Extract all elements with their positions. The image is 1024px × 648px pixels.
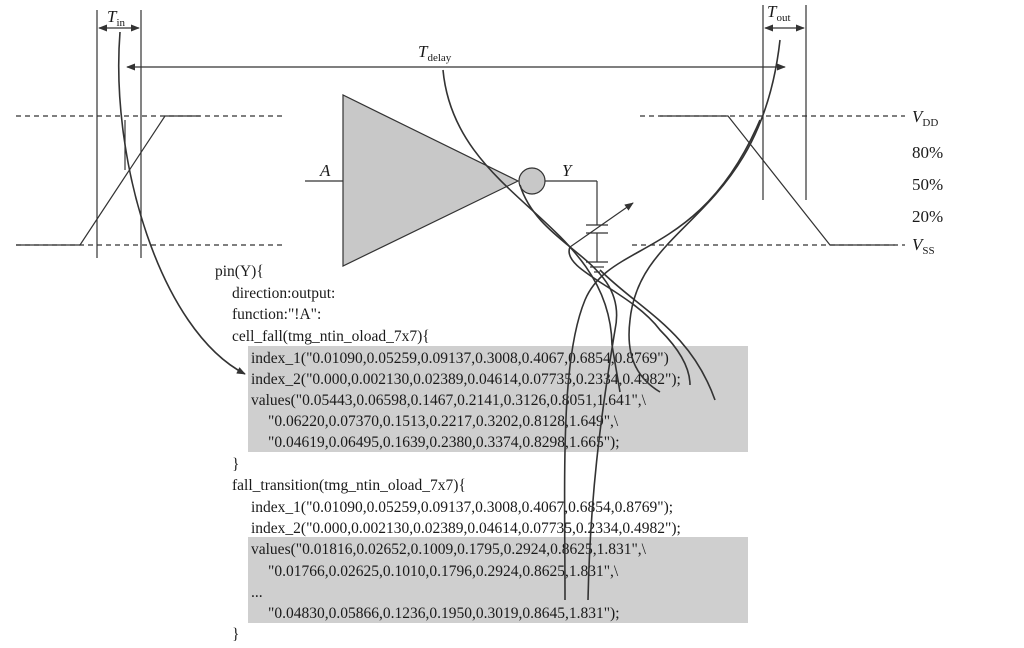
tin-label: Tin xyxy=(107,7,126,29)
code-line: cell_fall(tmg_ntin_oload_7x7){ xyxy=(232,328,430,345)
code-line: values("0.05443,0.06598,0.1467,0.2141,0.… xyxy=(251,392,646,409)
code-line: ... xyxy=(251,584,263,601)
fall-transition-values-highlight xyxy=(248,537,748,623)
code-line: index_1("0.01090,0.05259,0.09137,0.3008,… xyxy=(251,499,674,516)
code-line: pin(Y){ xyxy=(215,263,264,280)
figure-labels: Tin Tout Tdelay VDD VSS 80% 50% 20% A Y xyxy=(107,2,943,257)
code-line: direction:output: xyxy=(232,285,336,302)
code-line: function:"!A": xyxy=(232,306,322,323)
tdelay-to-values-curve-b xyxy=(611,344,621,393)
tdelay-to-values-curve-a xyxy=(442,69,613,346)
pin-a-label: A xyxy=(319,161,331,180)
vdd-label: VDD xyxy=(912,107,938,129)
variable-load-arrow xyxy=(569,202,634,248)
tin-to-index1-curve xyxy=(117,31,246,375)
input-rising-edge xyxy=(16,115,200,246)
code-line: index_2("0.000,0.002130,0.02389,0.04614,… xyxy=(251,520,681,537)
code-line: "0.06220,0.07370,0.1513,0.2217,0.3202,0.… xyxy=(268,413,619,430)
code-line: "0.04830,0.05866,0.1236,0.1950,0.3019,0.… xyxy=(268,605,620,622)
inverter-triangle xyxy=(342,94,520,267)
input-waveform xyxy=(16,10,285,258)
pct-50-label: 50% xyxy=(912,175,943,194)
load-to-transition-index2-curve xyxy=(519,184,618,601)
code-line: index_2("0.000,0.002130,0.02389,0.04614,… xyxy=(251,371,681,388)
output-falling-edge xyxy=(660,115,895,246)
code-line: } xyxy=(232,456,240,473)
load-to-values-curve xyxy=(599,269,716,401)
tdelay-label: Tdelay xyxy=(418,42,452,64)
code-line: "0.04619,0.06495,0.1639,0.2380,0.3374,0.… xyxy=(268,434,620,451)
code-line: "0.01766,0.02625,0.1010,0.1796,0.2924,0.… xyxy=(268,563,619,580)
load-to-index2-curve xyxy=(568,246,691,386)
pct-80-label: 80% xyxy=(912,143,943,162)
vss-label: VSS xyxy=(912,235,935,257)
code-line: fall_transition(tmg_ntin_oload_7x7){ xyxy=(232,477,466,494)
pointer-curves xyxy=(117,31,781,601)
tout-to-transition-values-curve xyxy=(563,119,761,601)
code-line: } xyxy=(232,626,240,643)
inverter-bubble xyxy=(518,167,546,195)
pct-20-label: 20% xyxy=(912,207,943,226)
tout-to-index2-curve xyxy=(628,39,781,393)
tout-label: Tout xyxy=(767,2,791,24)
code-line: values("0.01816,0.02652,0.1009,0.1795,0.… xyxy=(251,541,646,558)
code-line: index_1("0.01090,0.05259,0.09137,0.3008,… xyxy=(251,350,669,367)
output-waveform xyxy=(632,5,905,246)
inverter-symbol xyxy=(305,94,634,273)
cell-fall-table-highlight xyxy=(248,346,748,452)
pin-y-label: Y xyxy=(562,161,573,180)
